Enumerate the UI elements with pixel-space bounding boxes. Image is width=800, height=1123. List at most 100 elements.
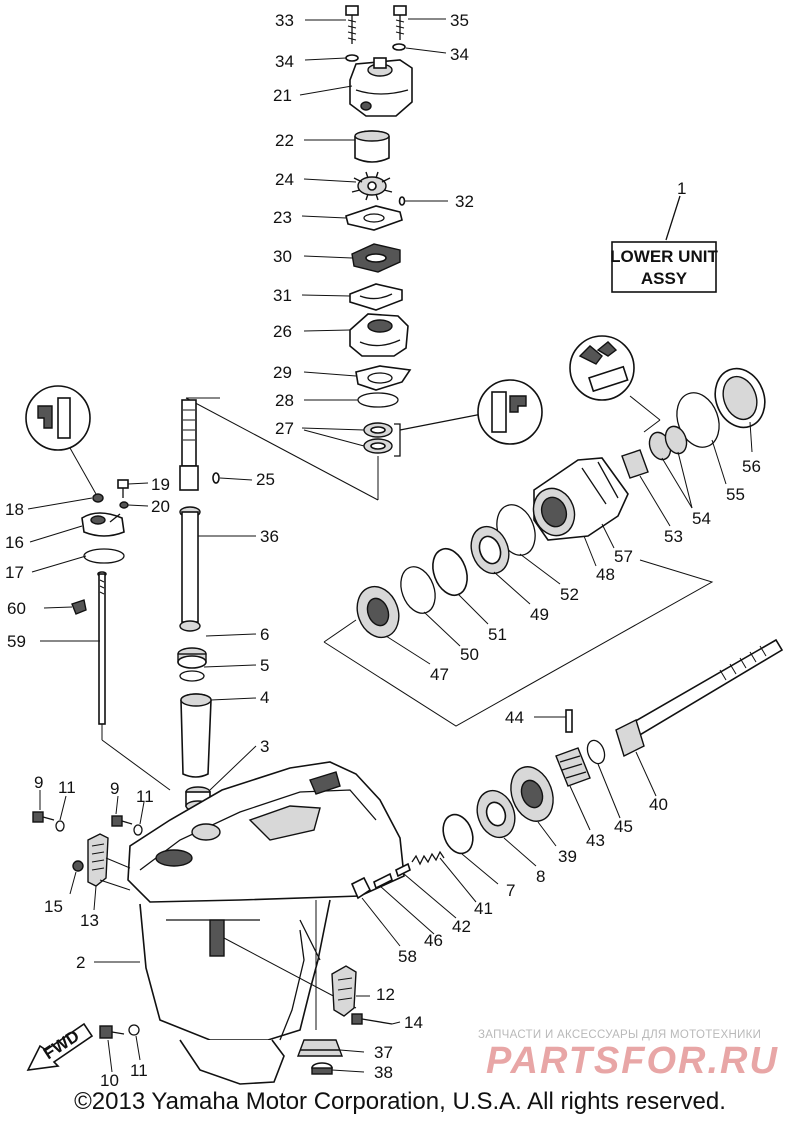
bearing-49 bbox=[470, 525, 510, 575]
callout-15: 15 bbox=[44, 897, 63, 916]
spring-41 bbox=[411, 850, 445, 866]
washer-11-left bbox=[55, 820, 65, 832]
shim-50 bbox=[400, 566, 436, 614]
callout-3: 3 bbox=[260, 737, 269, 756]
callout-8: 8 bbox=[536, 867, 545, 886]
callout-34-left: 34 bbox=[275, 52, 294, 71]
screw-19 bbox=[117, 479, 129, 498]
outer-plate-30 bbox=[351, 243, 401, 273]
shim-7 bbox=[442, 813, 474, 855]
needle-bearing-53 bbox=[621, 449, 649, 479]
callout-2: 2 bbox=[76, 953, 85, 972]
gasket-29 bbox=[355, 365, 412, 391]
callout-36: 36 bbox=[260, 527, 279, 546]
callout-18: 18 bbox=[5, 500, 24, 519]
ball-42 bbox=[395, 862, 411, 878]
key-32 bbox=[398, 196, 406, 206]
callout-16: 16 bbox=[5, 533, 24, 552]
callout-9-left: 9 bbox=[34, 773, 43, 792]
bolt-35 bbox=[393, 5, 407, 40]
callout-26: 26 bbox=[273, 322, 292, 341]
shim-51 bbox=[432, 547, 468, 597]
callout-60: 60 bbox=[7, 599, 26, 618]
callout-6: 6 bbox=[260, 625, 269, 644]
callout-21: 21 bbox=[273, 86, 292, 105]
bearing-inset-circle bbox=[569, 335, 661, 433]
bolt-14 bbox=[351, 1013, 393, 1025]
washer-11-bottom bbox=[128, 1024, 140, 1036]
clutch-dog-43 bbox=[555, 747, 591, 787]
screw-9-left bbox=[32, 811, 55, 823]
callout-48: 48 bbox=[596, 565, 615, 584]
callout-25: 25 bbox=[256, 470, 275, 489]
callout-11-bottom: 11 bbox=[130, 1061, 148, 1080]
callout-20: 20 bbox=[151, 497, 170, 516]
shift-rod-59 bbox=[97, 571, 171, 791]
o-ring-28 bbox=[357, 392, 399, 408]
callout-11-right: 11 bbox=[136, 787, 154, 806]
gasket-31 bbox=[349, 283, 403, 311]
callout-54: 54 bbox=[692, 509, 711, 528]
insert-cartridge-22 bbox=[354, 130, 390, 163]
callout-29: 29 bbox=[273, 363, 292, 382]
bearing-housing-48 bbox=[532, 457, 629, 541]
washer-34-right bbox=[392, 43, 406, 51]
key-25 bbox=[212, 472, 220, 484]
grommet-60 bbox=[71, 599, 87, 615]
callout-46: 46 bbox=[424, 931, 443, 950]
circlip-55 bbox=[676, 392, 720, 448]
callout-51: 51 bbox=[488, 625, 507, 644]
callout-37: 37 bbox=[374, 1043, 393, 1062]
callout-56: 56 bbox=[742, 457, 761, 476]
callout-34-right: 34 bbox=[450, 45, 469, 64]
callout-4: 4 bbox=[260, 688, 269, 707]
shift-cam-16 bbox=[81, 512, 125, 537]
plunger-46 bbox=[373, 872, 393, 890]
callout-5: 5 bbox=[260, 656, 269, 675]
anode-13 bbox=[87, 833, 109, 887]
callout-59: 59 bbox=[7, 632, 26, 651]
callout-45: 45 bbox=[614, 817, 633, 836]
callout-12: 12 bbox=[376, 985, 395, 1004]
callout-14: 14 bbox=[404, 1013, 423, 1032]
anode-12 bbox=[331, 965, 357, 1017]
fwd-arrow-icon bbox=[26, 1022, 94, 1071]
watermark-tagline: ЗАПЧАСТИ И АКСЕССУАРЫ ДЛЯ МОТОТЕХНИКИ bbox=[478, 1029, 762, 1041]
callout-19: 19 bbox=[151, 475, 170, 494]
screw-9-right bbox=[111, 815, 133, 827]
impeller-24 bbox=[351, 171, 393, 201]
pump-housing-21 bbox=[349, 57, 413, 117]
callout-23: 23 bbox=[273, 208, 292, 227]
slider-58 bbox=[350, 876, 372, 900]
callout-28: 28 bbox=[275, 391, 294, 410]
callout-33: 33 bbox=[275, 11, 294, 30]
callout-32: 32 bbox=[455, 192, 474, 211]
callout-9-right: 9 bbox=[110, 779, 119, 798]
callout-55: 55 bbox=[726, 485, 745, 504]
leader-lines bbox=[27, 18, 753, 1073]
callout-40: 40 bbox=[649, 795, 668, 814]
callout-44: 44 bbox=[505, 708, 524, 727]
callout-numbers: 33 35 34 34 21 22 24 32 23 30 31 26 29 2… bbox=[5, 11, 761, 1090]
oil-seals-27 bbox=[363, 422, 401, 457]
callout-7: 7 bbox=[506, 881, 515, 900]
callout-27: 27 bbox=[275, 419, 294, 438]
sleeve-4 bbox=[180, 693, 212, 778]
callout-35: 35 bbox=[450, 11, 469, 30]
seal-orientation-inset-27 bbox=[399, 379, 543, 445]
nut-15 bbox=[72, 860, 84, 872]
lower-case-2 bbox=[127, 761, 405, 1085]
pinion-37 bbox=[296, 1039, 344, 1057]
seals-54 bbox=[648, 425, 688, 461]
callout-1: 1 bbox=[677, 179, 686, 198]
callout-52: 52 bbox=[560, 585, 579, 604]
bolt-10 bbox=[99, 1025, 125, 1039]
callout-24: 24 bbox=[275, 170, 294, 189]
subassy-bracket-lines bbox=[323, 559, 714, 727]
callout-57: 57 bbox=[614, 547, 633, 566]
callout-10: 10 bbox=[100, 1071, 119, 1090]
assy-box-line1: LOWER UNIT bbox=[610, 247, 718, 266]
callout-17: 17 bbox=[5, 563, 24, 582]
callout-53: 53 bbox=[664, 527, 683, 546]
bearing-8 bbox=[476, 789, 516, 839]
